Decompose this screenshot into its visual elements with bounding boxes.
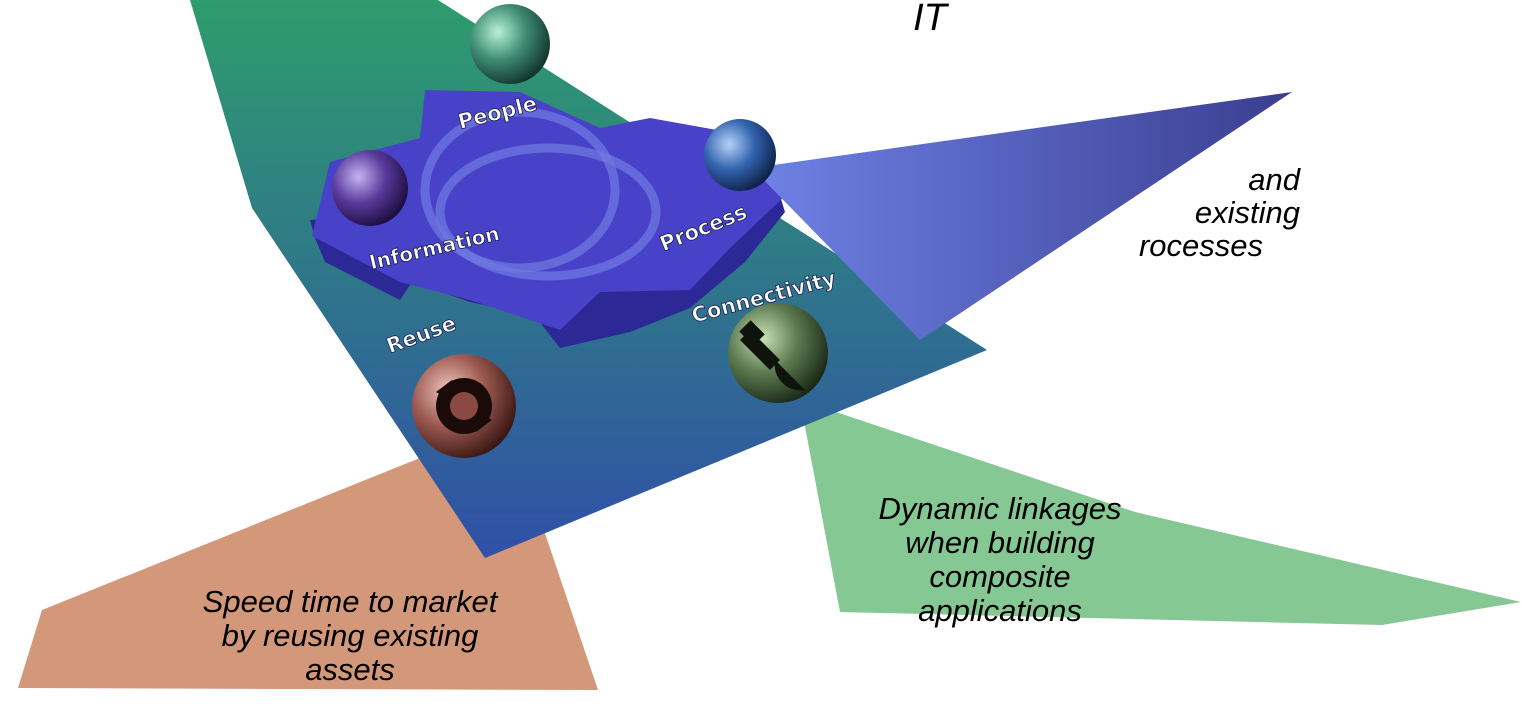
process-callout-line-3: rocesses	[1138, 228, 1263, 263]
connectivity-callout-line-3: composite	[929, 559, 1071, 594]
connectivity-callout-shape	[800, 400, 1521, 625]
connectivity-callout-text: Dynamic linkages when building composite…	[850, 492, 1150, 628]
process-callout-line-2: existing	[1194, 195, 1300, 230]
process-callout-text: and existing rocesses	[1000, 163, 1300, 262]
information-globe-icon	[332, 150, 408, 226]
connectivity-callout-line-1: Dynamic linkages	[878, 491, 1122, 526]
connectivity-callout-line-2: when building	[905, 525, 1095, 560]
connectivity-plug-icon	[728, 303, 828, 403]
reuse-callout-line-2: by reusing existing	[221, 618, 479, 653]
process-info-ring	[435, 143, 661, 281]
reuse-callout-line-1: Speed time to market	[202, 584, 498, 619]
process-callout-line-1: and	[1248, 162, 1300, 197]
header-fragment: IT	[913, 0, 947, 39]
people-globe-icon	[470, 4, 550, 84]
reuse-callout-line-3: assets	[305, 652, 395, 687]
platform	[312, 90, 785, 330]
reuse-callout-text: Speed time to market by reusing existing…	[170, 585, 530, 687]
connectivity-callout-line-4: applications	[918, 593, 1082, 628]
reuse-recycle-icon	[412, 354, 516, 458]
people-ring	[420, 107, 620, 273]
process-callout-shape	[752, 92, 1292, 340]
process-globe-icon	[704, 119, 776, 191]
